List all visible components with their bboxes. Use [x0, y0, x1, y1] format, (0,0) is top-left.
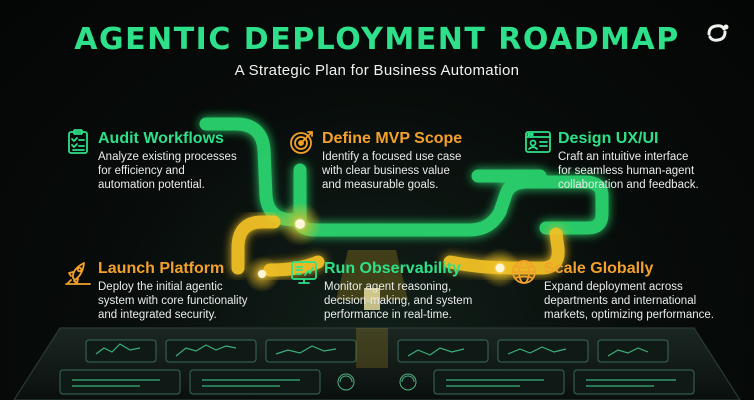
target-icon — [290, 131, 313, 154]
light-beam — [336, 250, 408, 300]
dashboard-readouts — [72, 343, 676, 387]
interface-window-icon — [525, 131, 551, 153]
junction-node — [258, 270, 266, 278]
step-description: Deploy the initial agentic system with c… — [98, 281, 248, 321]
step-description: Identify a focused use case with clear b… — [322, 151, 462, 191]
step-description: Monitor agent reasoning, decision-making… — [324, 281, 473, 321]
junction-node — [495, 263, 505, 273]
step-description: Expand deployment across departments and… — [544, 281, 715, 321]
dashboard-monitor-icon — [291, 261, 317, 284]
checklist-icon — [68, 129, 88, 154]
dashboard-floor-illustration — [13, 327, 741, 400]
light-beam-core — [364, 288, 380, 310]
step-title: Design UX/UI — [558, 130, 659, 147]
page-title: AGENTIC DEPLOYMENT ROADMAP — [74, 22, 680, 57]
junction-node — [295, 219, 305, 229]
step-title: Define MVP Scope — [322, 130, 463, 147]
dashboard-panels — [59, 339, 695, 395]
step-description: Craft an intuitive interface for seamles… — [558, 151, 699, 191]
brand-logo-icon — [707, 24, 729, 42]
step-title: Audit Workflows — [98, 130, 224, 147]
step-description: Analyze existing processes for efficienc… — [98, 151, 237, 191]
dashboard-dials — [337, 373, 417, 391]
step-title: Launch Platform — [98, 260, 225, 277]
page-subtitle: A Strategic Plan for Business Automation — [234, 62, 520, 79]
rocket-icon — [65, 262, 91, 285]
step-title: Run Observability — [324, 260, 461, 277]
globe-icon — [512, 260, 536, 284]
step-title: Scale Globally — [544, 260, 654, 277]
light-beam-base — [356, 328, 388, 368]
